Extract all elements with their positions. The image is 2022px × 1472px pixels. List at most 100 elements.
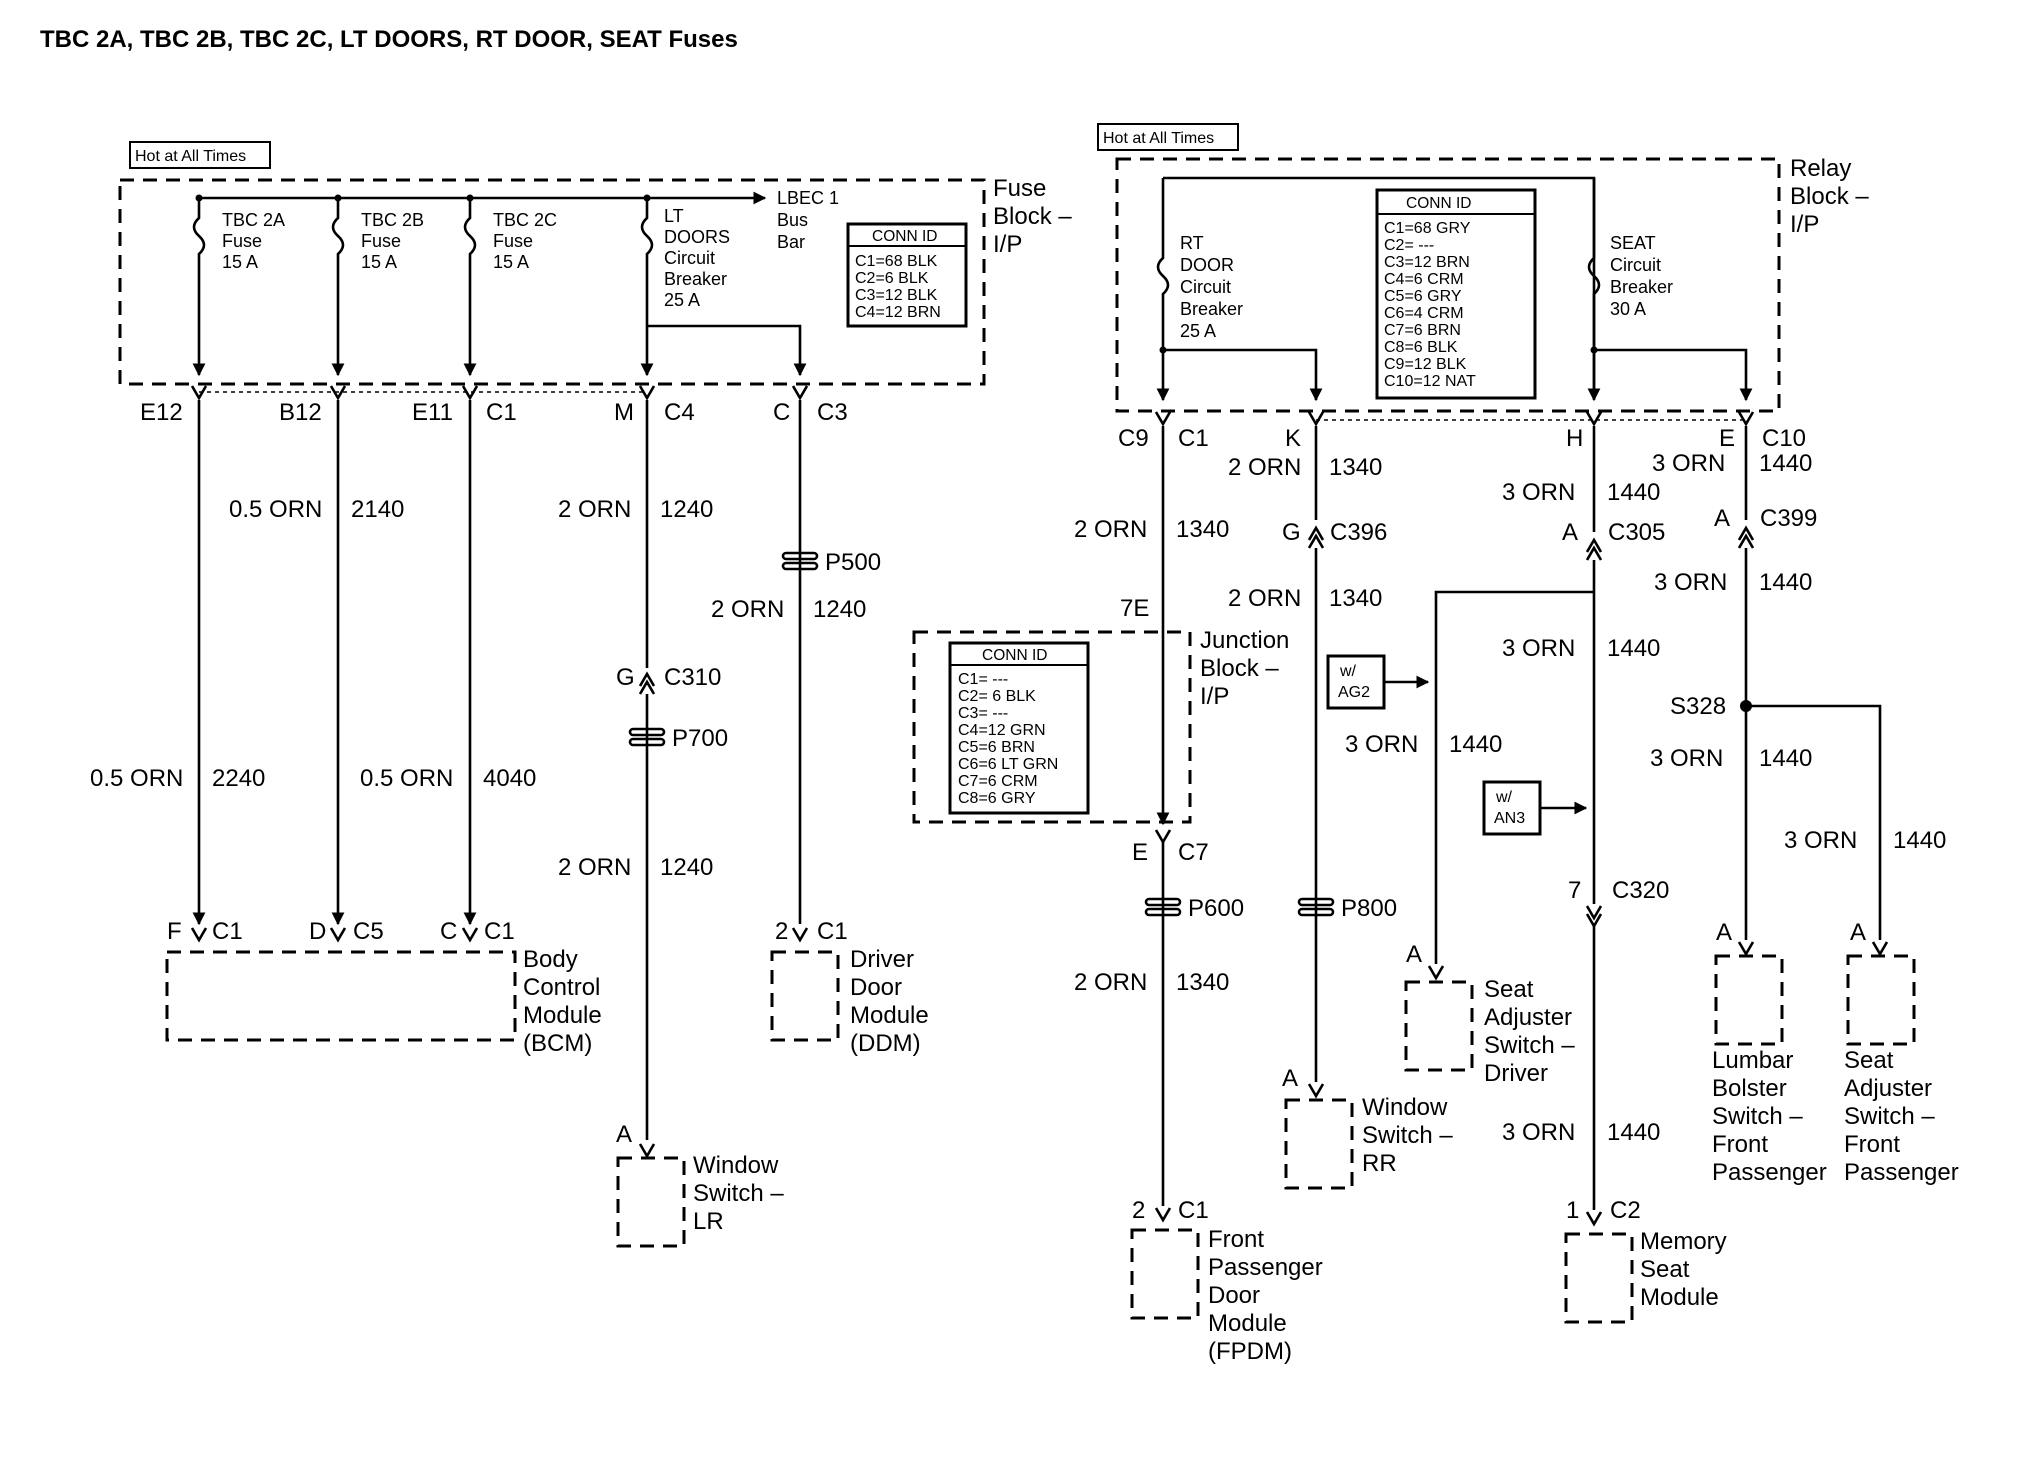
left-fuse-block-border bbox=[118, 178, 986, 386]
window-switch-rr-label: Window Switch – RR bbox=[1362, 1094, 1453, 1177]
svg-text:Front: Front bbox=[1208, 1226, 1264, 1253]
wslr-chevron bbox=[638, 1143, 656, 1159]
svg-text:SEAT: SEAT bbox=[1610, 233, 1656, 253]
svg-text:P700: P700 bbox=[672, 725, 728, 752]
svg-text:Junction: Junction bbox=[1200, 627, 1289, 654]
svg-text:Switch –: Switch – bbox=[1362, 1122, 1453, 1149]
mem-chevron bbox=[1585, 1211, 1603, 1227]
svg-text:Breaker: Breaker bbox=[1180, 299, 1243, 319]
svg-text:2240: 2240 bbox=[212, 765, 265, 792]
svg-text:C1=68 BLK: C1=68 BLK bbox=[855, 253, 938, 270]
svg-text:1240: 1240 bbox=[660, 854, 713, 881]
svg-text:F: F bbox=[167, 918, 182, 945]
svg-text:LR: LR bbox=[693, 1208, 724, 1235]
svg-text:1340: 1340 bbox=[1176, 516, 1229, 543]
svg-text:Front: Front bbox=[1844, 1131, 1900, 1158]
c310-label: G C310 bbox=[616, 664, 721, 691]
svg-text:TBC 2A: TBC 2A bbox=[222, 210, 285, 230]
svg-text:w/: w/ bbox=[1339, 663, 1357, 680]
fuse-tbc-2b: TBC 2B Fuse 15 A bbox=[331, 198, 424, 377]
svg-text:C4: C4 bbox=[664, 399, 695, 426]
seat-adjuster-driver-label: Seat Adjuster Switch – Driver bbox=[1484, 976, 1575, 1087]
svg-text:RT: RT bbox=[1180, 233, 1204, 253]
svg-text:Module: Module bbox=[523, 1002, 602, 1029]
an3-option-box: w/ AN3 bbox=[1482, 780, 1588, 836]
fuse-tbc-2a: TBC 2A Fuse 15 A bbox=[192, 198, 285, 377]
svg-text:1440: 1440 bbox=[1759, 745, 1812, 772]
svg-text:Front: Front bbox=[1712, 1131, 1768, 1158]
c305-chevron-top bbox=[1585, 537, 1603, 553]
svg-text:(BCM): (BCM) bbox=[523, 1030, 592, 1057]
lumbar-switch-box bbox=[1714, 954, 1784, 1046]
lt-doors-circuit-breaker: LT DOORS Circuit Breaker 25 A bbox=[640, 198, 807, 377]
junction-block-label: Junction Block – I/P bbox=[1200, 627, 1289, 710]
svg-text:C3= ---: C3= --- bbox=[958, 705, 1008, 722]
lumbar-pin-label: A bbox=[1716, 919, 1732, 946]
ddm-box bbox=[770, 950, 840, 1042]
svg-text:C2=6 BLK: C2=6 BLK bbox=[855, 270, 929, 287]
c310-chevron-bottom bbox=[638, 679, 656, 695]
svg-text:Adjuster: Adjuster bbox=[1844, 1075, 1932, 1102]
sa-chevron bbox=[1871, 941, 1889, 957]
svg-text:E11: E11 bbox=[412, 399, 453, 426]
window-switch-lr-box bbox=[616, 1156, 686, 1248]
svg-text:AN3: AN3 bbox=[1494, 810, 1525, 827]
svg-text:2 ORN: 2 ORN bbox=[711, 596, 784, 623]
svg-text:C7: C7 bbox=[1178, 839, 1209, 866]
svg-text:Driver: Driver bbox=[850, 946, 914, 973]
svg-text:P800: P800 bbox=[1341, 895, 1397, 922]
c320-chevron-top bbox=[1585, 905, 1603, 921]
ddm-label: Driver Door Module (DDM) bbox=[850, 946, 929, 1057]
svg-text:I/P: I/P bbox=[1790, 211, 1819, 238]
left-terminal-labels: E12 B12 E11 C1 M C4 C C3 bbox=[140, 399, 848, 426]
svg-text:0.5 ORN: 0.5 ORN bbox=[90, 765, 183, 792]
svg-text:Fuse: Fuse bbox=[993, 175, 1046, 202]
c399-label: A C399 bbox=[1714, 505, 1817, 532]
rr-pin-label: A bbox=[1282, 1065, 1298, 1092]
svg-text:Window: Window bbox=[1362, 1094, 1448, 1121]
svg-text:Block –: Block – bbox=[1790, 183, 1869, 210]
junction-7e-label: 7E bbox=[1120, 595, 1149, 622]
svg-text:C8=6 BLK: C8=6 BLK bbox=[1384, 339, 1458, 356]
right-hot-label: Hot at All Times bbox=[1103, 130, 1214, 147]
svg-text:Bar: Bar bbox=[777, 232, 805, 252]
svg-text:Fuse: Fuse bbox=[361, 231, 401, 251]
svg-text:C1: C1 bbox=[1178, 1197, 1209, 1224]
svg-text:H: H bbox=[1566, 425, 1583, 452]
fpdm-chevron bbox=[1154, 1207, 1172, 1223]
svg-text:C4=12 BRN: C4=12 BRN bbox=[855, 304, 941, 321]
svg-text:Seat: Seat bbox=[1640, 1256, 1690, 1283]
ddm-chevron bbox=[791, 927, 809, 943]
fpdm-label: Front Passenger Door Module (FPDM) bbox=[1208, 1226, 1323, 1365]
ddm-pin-label: 2 C1 bbox=[775, 918, 848, 945]
svg-text:C10: C10 bbox=[1762, 425, 1806, 452]
svg-text:Circuit: Circuit bbox=[664, 248, 715, 268]
window-switch-lr-label: Window Switch – LR bbox=[693, 1152, 784, 1235]
svg-text:I/P: I/P bbox=[1200, 683, 1229, 710]
svg-text:2 ORN: 2 ORN bbox=[1074, 969, 1147, 996]
svg-text:C9: C9 bbox=[1118, 425, 1149, 452]
svg-text:M: M bbox=[614, 399, 634, 426]
svg-text:I/P: I/P bbox=[993, 231, 1022, 258]
c305-label: A C305 bbox=[1562, 519, 1665, 546]
wslr-pin-label: A bbox=[616, 1121, 632, 1148]
svg-text:E: E bbox=[1719, 425, 1735, 452]
fpdm-box bbox=[1130, 1228, 1200, 1320]
svg-text:2 ORN: 2 ORN bbox=[1074, 516, 1147, 543]
bus-dot-2 bbox=[334, 194, 342, 202]
svg-text:C6=4 CRM: C6=4 CRM bbox=[1384, 305, 1464, 322]
svg-text:1440: 1440 bbox=[1449, 731, 1502, 758]
svg-text:Module: Module bbox=[850, 1002, 929, 1029]
svg-text:2 ORN: 2 ORN bbox=[558, 496, 631, 523]
svg-text:2 ORN: 2 ORN bbox=[1228, 585, 1301, 612]
svg-text:Switch –: Switch – bbox=[1712, 1103, 1803, 1130]
svg-text:C1=68 GRY: C1=68 GRY bbox=[1384, 220, 1471, 237]
svg-text:3 ORN: 3 ORN bbox=[1502, 635, 1575, 662]
svg-text:0.5 ORN: 0.5 ORN bbox=[360, 765, 453, 792]
svg-text:D: D bbox=[309, 918, 326, 945]
svg-text:1440: 1440 bbox=[1607, 635, 1660, 662]
c396-label: G C396 bbox=[1282, 519, 1387, 546]
bcm-c-chevron bbox=[461, 927, 479, 943]
svg-text:Door: Door bbox=[850, 974, 902, 1001]
bus-dot-4 bbox=[643, 194, 651, 202]
